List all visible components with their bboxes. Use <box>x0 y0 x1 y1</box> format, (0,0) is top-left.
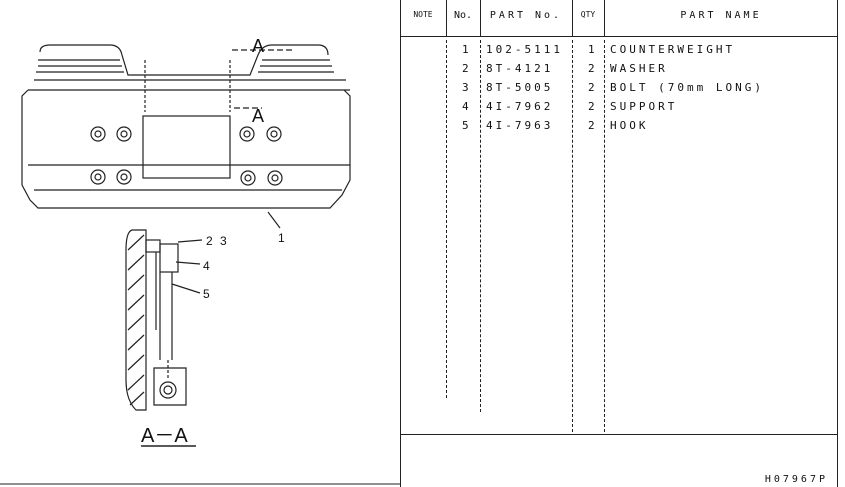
header-part-no: PART No. <box>489 10 563 21</box>
section-mark-a-top: A <box>252 36 264 56</box>
row-part-no: 8T-4121 <box>486 62 554 75</box>
row-qty: 2 <box>588 81 595 94</box>
callout-2: 2 <box>206 234 213 248</box>
row-no: 4 <box>462 100 469 113</box>
row-qty: 1 <box>588 43 595 56</box>
row-no: 1 <box>462 43 469 56</box>
callout-5: 5 <box>203 287 210 301</box>
row-no: 5 <box>462 119 469 132</box>
row-part-no: 4I-7962 <box>486 100 554 113</box>
callout-4: 4 <box>203 259 210 273</box>
row-part-no: 102-5111 <box>486 43 563 56</box>
callout-3: 3 <box>220 234 227 248</box>
row-no: 3 <box>462 81 469 94</box>
row-qty: 2 <box>588 100 595 113</box>
row-qty: 2 <box>588 62 595 75</box>
row-qty: 2 <box>588 119 595 132</box>
callout-1: 1 <box>278 231 285 245</box>
header-no: No. <box>453 10 473 21</box>
header-qty: QTY <box>580 10 596 19</box>
row-part-no: 8T-5005 <box>486 81 554 94</box>
row-part-name: HOOK <box>610 119 649 132</box>
row-part-name: SUPPORT <box>610 100 678 113</box>
row-part-name: BOLT (70mm LONG) <box>610 81 764 94</box>
row-part-name: COUNTERWEIGHT <box>610 43 736 56</box>
header-part-name: PART NAME <box>680 10 762 21</box>
parts-list-table: NOTE No. PART No. QTY PART NAME 1 102-511… <box>400 0 838 487</box>
parts-drawing: A A 1 2 3 4 5 A－A <box>0 36 400 485</box>
section-mark-a-bottom: A <box>252 106 264 126</box>
row-no: 2 <box>462 62 469 75</box>
header-note: NOTE <box>413 10 433 19</box>
drawing-code: H07967P <box>764 474 828 485</box>
row-part-no: 4I-7963 <box>486 119 554 132</box>
section-view-label: A－A <box>141 425 188 447</box>
row-part-name: WASHER <box>610 62 668 75</box>
